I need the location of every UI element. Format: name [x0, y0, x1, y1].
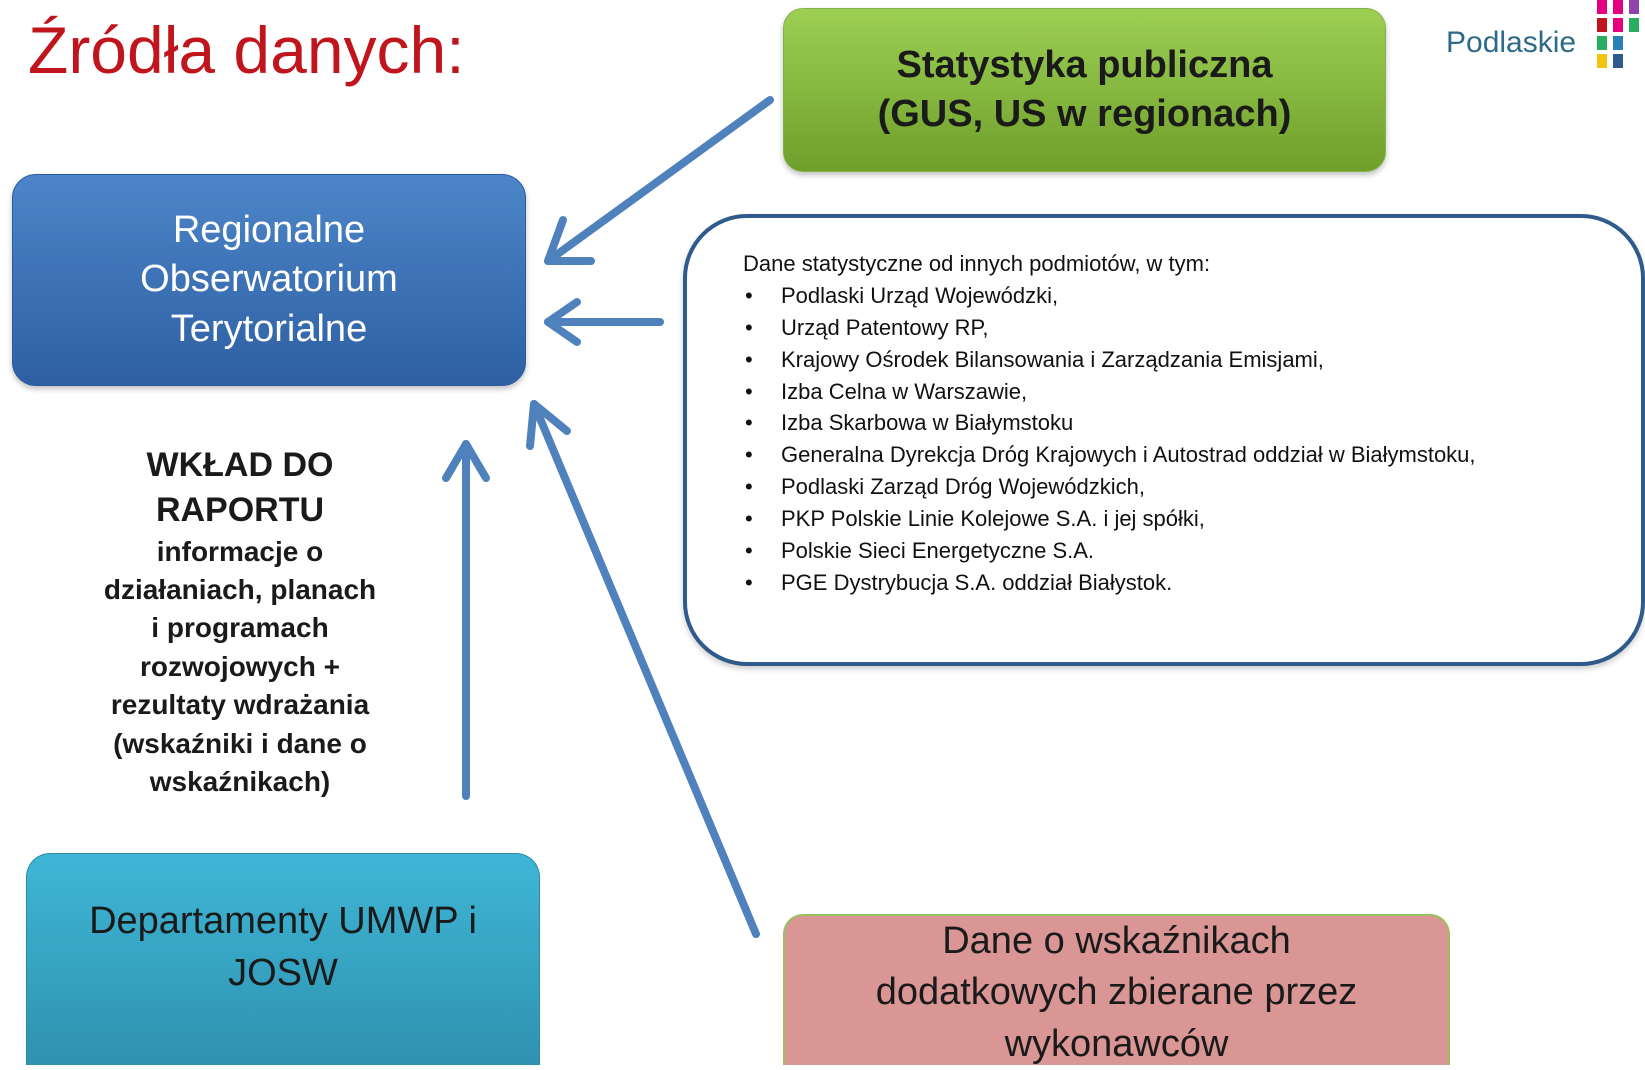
- contribution-line: rezultaty wdrażania: [110, 689, 370, 721]
- departamenty-line-1: Departamenty UMWP i: [89, 900, 477, 943]
- arrow-icon: [544, 298, 664, 346]
- logo-text: Podlaskie: [1446, 26, 1577, 59]
- contribution-line: działaniach, planach: [103, 574, 377, 606]
- list-item: PKP Polskie Linie Kolejowe S.A. i jej sp…: [743, 503, 1641, 535]
- rot-line-2: Obserwatorium: [140, 258, 398, 301]
- regionalne-obserwatorium-box: Regionalne Obserwatorium Terytorialne: [12, 174, 526, 386]
- departamenty-line-2: JOSW: [228, 951, 338, 994]
- rot-line-3: Terytorialne: [170, 307, 368, 350]
- departamenty-box: Departamenty UMWP i JOSW: [26, 853, 540, 1065]
- list-item: Podlaski Zarząd Dróg Wojewódzkich,: [743, 471, 1641, 503]
- list-item: Urząd Patentowy RP,: [743, 312, 1641, 344]
- dane-innych-podmiotow-box: Dane statystyczne od innych podmiotów, w…: [683, 214, 1645, 666]
- list-item: PGE Dystrybucja S.A. oddział Białystok.: [743, 567, 1641, 599]
- list-item: Krajowy Ośrodek Bilansowania i Zarządzan…: [743, 344, 1641, 376]
- wskazniki-line-1: Dane o wskaźnikach: [942, 920, 1291, 962]
- contribution-line: informacje o: [156, 535, 324, 567]
- contribution-line: rozwojowych +: [140, 650, 340, 682]
- contribution-title-2: RAPORTU: [155, 490, 325, 529]
- arrow-icon: [526, 400, 760, 938]
- wskazniki-line-2: dodatkowych zbierane przez: [875, 971, 1358, 1014]
- list-item: Podlaski Urząd Wojewódzki,: [743, 280, 1641, 312]
- contribution-title-1: WKŁAD DO: [146, 446, 334, 484]
- arrow-icon: [544, 96, 774, 265]
- page-title: Źródła danych:: [28, 13, 465, 87]
- podlaskie-logo: Podlaskie: [1446, 0, 1645, 68]
- dane-intro: Dane statystyczne od innych podmiotów, w…: [743, 251, 1211, 276]
- wklad-do-raportu-text: WKŁAD DO RAPORTU informacje o działaniac…: [60, 443, 420, 801]
- statystyka-publiczna-box: Statystyka publiczna (GUS, US w regionac…: [783, 8, 1386, 172]
- statystyka-line-2: (GUS, US w regionach): [877, 93, 1292, 135]
- wskazniki-line-3: wykonawców: [1004, 1022, 1229, 1065]
- contribution-line: (wskaźniki i dane o: [113, 727, 367, 759]
- contribution-line: wskaźnikach): [149, 765, 331, 797]
- contribution-line: i programach: [151, 612, 329, 644]
- rot-line-1: Regionalne: [172, 208, 366, 251]
- list-item: Izba Skarbowa w Białymstoku: [743, 407, 1641, 439]
- dane-list: Podlaski Urząd Wojewódzki, Urząd Patento…: [743, 280, 1641, 599]
- dane-o-wskaznikach-box: Dane o wskaźnikach dodatkowych zbierane …: [783, 914, 1450, 1065]
- list-item: Generalna Dyrekcja Dróg Krajowych i Auto…: [743, 439, 1641, 471]
- list-item: Izba Celna w Warszawie,: [743, 376, 1641, 408]
- statystyka-line-1: Statystyka publiczna: [896, 43, 1273, 86]
- arrow-icon: [442, 440, 490, 800]
- list-item: Polskie Sieci Energetyczne S.A.: [743, 535, 1641, 567]
- logo-mark-icon: [1597, 0, 1639, 68]
